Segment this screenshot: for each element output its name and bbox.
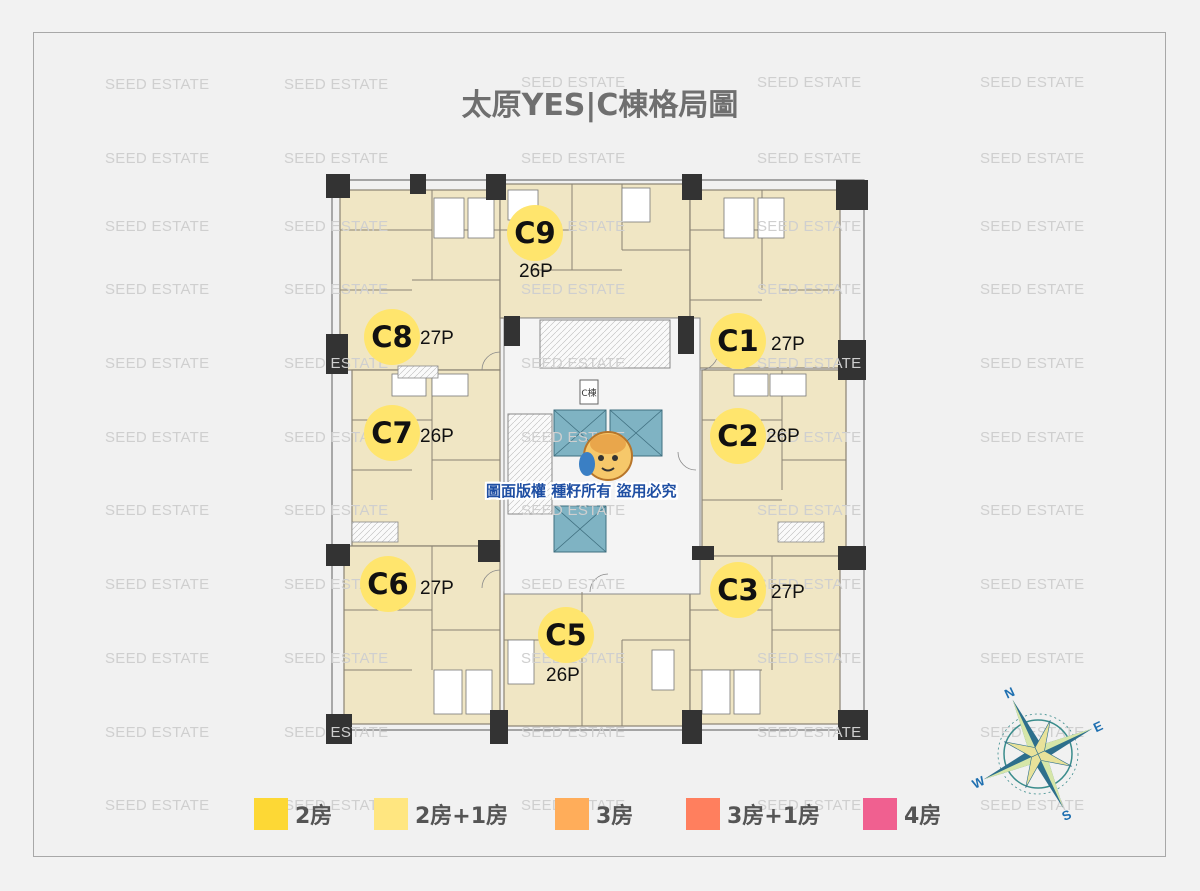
unit-c9-size: 26P <box>519 261 553 282</box>
legend-label: 4房 <box>904 804 942 829</box>
unit-c5-size: 26P <box>546 665 580 686</box>
page-title: 太原YES|C棟格局圖 <box>461 88 739 123</box>
legend-label: 3房+1房 <box>727 804 821 829</box>
compass-rose-icon: N E S W <box>970 684 1106 824</box>
unit-c2-size: 26P <box>766 426 800 447</box>
unit-c6-marker: C6 <box>360 556 416 612</box>
unit-c5-marker: C5 <box>538 607 594 663</box>
legend-label: 2房+1房 <box>415 804 509 829</box>
legend-item: 2房+1房 <box>374 798 508 830</box>
unit-c6-size: 27P <box>420 578 454 599</box>
copyright-notice: 圖面版權 種籽所有 盜用必究 <box>486 482 677 500</box>
legend-swatch <box>686 798 720 830</box>
unit-c8-marker: C8 <box>364 309 420 365</box>
unit-c1-size: 27P <box>771 334 805 355</box>
legend-swatch <box>374 798 408 830</box>
compass-east-label: E <box>1091 718 1105 735</box>
unit-c2-marker: C2 <box>710 408 766 464</box>
mascot-seed-icon <box>579 431 633 481</box>
compass-south-label: S <box>1059 806 1073 823</box>
legend-swatch <box>555 798 589 830</box>
unit-c9-marker: C9 <box>507 205 563 261</box>
legend-label: 3房 <box>596 804 634 829</box>
unit-c3-size: 27P <box>771 582 805 603</box>
legend-label: 2房 <box>295 804 333 829</box>
unit-c3-marker: C3 <box>710 562 766 618</box>
legend-swatch <box>254 798 288 830</box>
unit-c8-size: 27P <box>420 328 454 349</box>
unit-c1-marker: C1 <box>710 313 766 369</box>
legend-swatch <box>863 798 897 830</box>
unit-c7-size: 26P <box>420 426 454 447</box>
stair-label: C棟 <box>581 387 596 399</box>
compass-west-label: W <box>970 773 988 792</box>
compass-north-label: N <box>1002 684 1017 702</box>
legend-item: 2房 <box>254 798 332 830</box>
unit-c7-marker: C7 <box>364 405 420 461</box>
legend-item: 4房 <box>863 798 941 830</box>
legend-item: 3房+1房 <box>686 798 820 830</box>
legend-item: 3房 <box>555 798 633 830</box>
